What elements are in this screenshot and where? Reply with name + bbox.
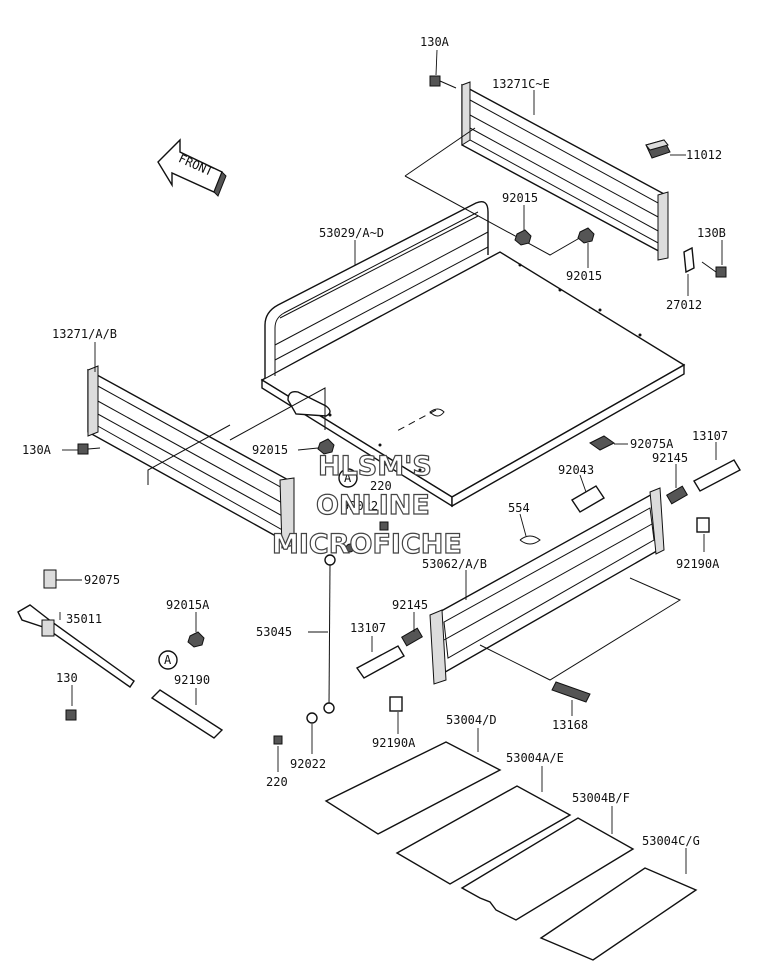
label-92015a: 92015A [166,598,210,612]
hardware-parts [17,75,741,745]
bolt-220-bottom [273,735,283,745]
pin-13107-right [693,459,741,492]
washer-92022-bottom [306,712,318,724]
label-92145-right: 92145 [652,451,688,465]
label-53004b-f: 53004B/F [572,791,630,805]
label-53004a-e: 53004A/E [506,751,564,765]
cargo-bed-floor [260,251,686,508]
pin-13107-left [355,645,405,679]
label-220-top: 220 [370,479,392,493]
label-13271c-e: 13271C~E [492,77,550,91]
callout-a-left [158,650,178,670]
label-53004-d: 53004/D [446,713,497,727]
left-side-panel [87,365,326,549]
label-13271-a-b: 13271/A/B [52,327,117,341]
handle-13168 [551,681,591,703]
label-35011: 35011 [66,612,102,626]
bed-headboard [264,200,489,417]
bolt-220-top [379,521,389,531]
svg-text:A: A [344,471,352,485]
bracket-27012 [683,246,695,274]
label-92022-top: 92022 [342,499,378,513]
label-11012: 11012 [686,148,722,162]
nut-92015-c [317,438,335,455]
callout-a-markers: A A [158,468,358,670]
tailgate [429,487,682,685]
watermark-line-3: MICROFICHE [272,529,462,560]
bolt-130a-top [429,75,441,87]
washer-92022-top [345,543,355,553]
label-92015-left: 92015 [252,443,288,457]
rod-92190 [150,689,224,739]
right-side-panel [404,81,669,261]
front-arrow-icon: FRONT [157,138,227,197]
spring-92145-left [401,627,423,647]
spring-92145-right [666,485,688,505]
floor-mats [324,741,698,961]
label-13107-right: 13107 [692,429,728,443]
label-130a-top: 130A [420,35,450,49]
bushing-92190a-left [389,696,403,712]
part-labels: 130A 13271C~E 11012 92015 53029/A~D 130B… [22,35,728,848]
post-92075 [43,569,57,589]
label-130b: 130B [697,226,726,240]
cable-53045 [328,564,331,706]
nut-92015a [187,631,205,648]
label-220-bottom: 220 [266,775,288,789]
bolt-130a-left [77,443,89,455]
watermark-line-1: HLSM'S [318,451,432,482]
label-53062: 53062/A/B [422,557,487,571]
label-27012: 27012 [666,298,702,312]
label-92015-mid: 92015 [566,269,602,283]
label-53004c-g: 53004C/G [642,834,700,848]
label-92075: 92075 [84,573,120,587]
label-53029: 53029/A~D [319,226,384,240]
bushing-92190a-right [696,517,710,533]
label-554: 554 [508,501,530,515]
label-92190a-left: 92190A [372,736,416,750]
label-92022-bottom: 92022 [290,757,326,771]
leader-lines [56,49,723,874]
block-92075a [589,435,615,451]
clip-554 [519,535,541,545]
label-92043: 92043 [558,463,594,477]
label-53045: 53045 [256,625,292,639]
watermark: HLSM'S ONLINE MICROFICHE [271,450,462,560]
label-13168: 13168 [552,718,588,732]
pin-92043 [571,485,605,513]
label-13107-left: 13107 [350,621,386,635]
label-92190: 92190 [174,673,210,687]
label-130a-left: 130A [22,443,52,457]
bolt-130 [65,709,77,721]
bolt-130b [715,266,727,278]
callout-a-top [338,468,358,488]
nut-92015-b [577,227,595,244]
label-92145-left: 92145 [392,598,428,612]
label-130: 130 [56,671,78,685]
label-92075a: 92075A [630,437,674,451]
svg-text:A: A [164,653,172,667]
nut-92015-a [514,229,532,246]
label-92015-top: 92015 [502,191,538,205]
label-92190a-right: 92190A [676,557,720,571]
watermark-line-2: ONLINE [316,490,430,521]
